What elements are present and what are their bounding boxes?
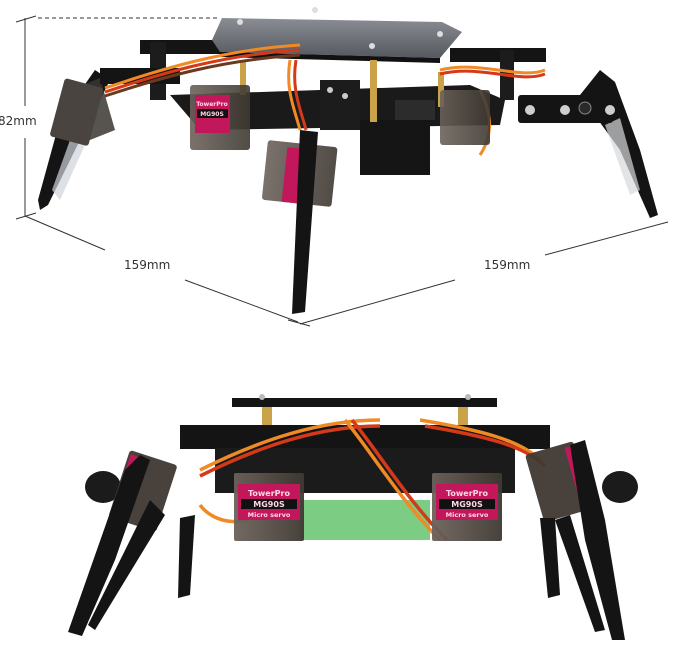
dimension-lines — [15, 15, 669, 327]
servo-model-label: MG90S — [200, 111, 224, 118]
top-robot: TowerPro MG90S — [38, 7, 658, 314]
servo-brand-label: TowerPro — [196, 101, 227, 108]
height-dimension-label: 82mm — [0, 114, 37, 128]
width-right-dimension-label: 159mm — [484, 258, 531, 272]
bottom-robot: TowerPro MG90S Micro servo TowerPro MG90… — [68, 394, 638, 640]
servo-brand-label-right: TowerPro — [446, 489, 488, 498]
servo-type-label-right: Micro servo — [446, 511, 489, 519]
servo-model-label-right: MG90S — [451, 500, 483, 509]
width-left-dimension-label: 159mm — [124, 258, 171, 272]
servo-brand-label-left: TowerPro — [248, 489, 290, 498]
servo-type-label-left: Micro servo — [248, 511, 291, 519]
servo-model-label-left: MG90S — [253, 500, 285, 509]
